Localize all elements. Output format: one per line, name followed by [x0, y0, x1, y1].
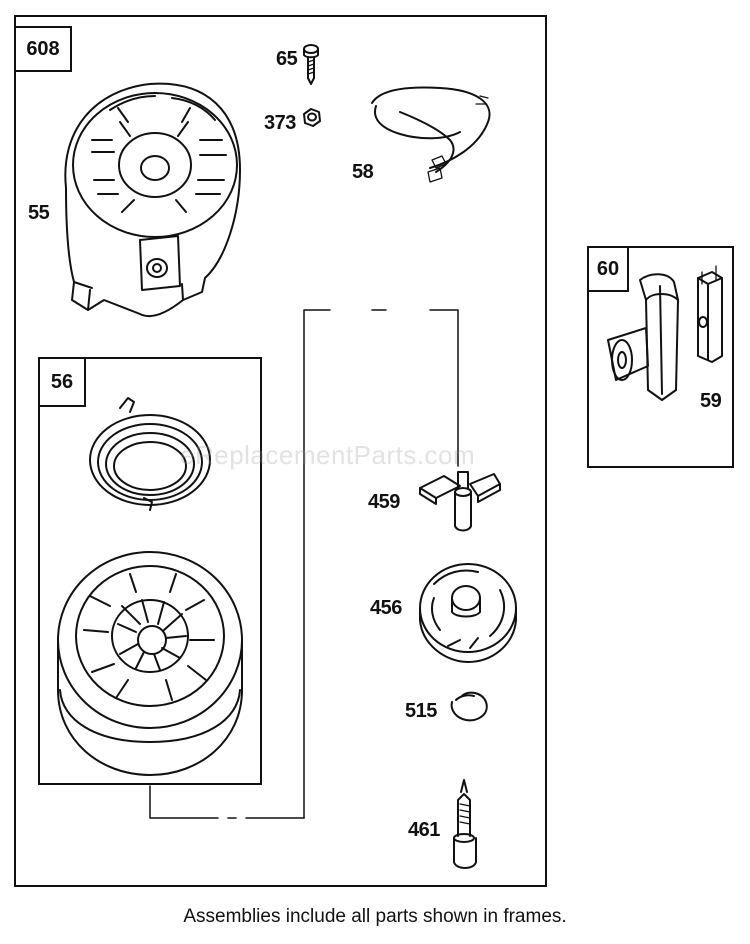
- starter-rope-part-58: [371, 86, 491, 183]
- callout-55: 55: [28, 202, 50, 224]
- callout-58: 58: [352, 161, 374, 183]
- frame-label-56: 56: [38, 357, 86, 407]
- watermark: eReplacementParts.com: [180, 440, 476, 470]
- assembly-leader-lower: [149, 785, 219, 819]
- screw-part-65: [303, 44, 319, 85]
- callout-456: 456: [370, 597, 402, 619]
- callout-515: 515: [405, 700, 437, 722]
- snap-ring-part-515: [450, 691, 488, 722]
- shoulder-screw-part-461: [453, 779, 477, 869]
- assembly-leader-upper: [303, 309, 331, 819]
- retainer-part-456: [419, 563, 517, 663]
- callout-461: 461: [408, 819, 440, 841]
- callout-459: 459: [368, 491, 400, 513]
- callout-65: 65: [276, 48, 298, 70]
- blower-housing-part-55: [64, 82, 241, 318]
- frame-label-60: 60: [587, 246, 629, 292]
- pulley-part-56: [57, 551, 243, 776]
- recoil-spring: [89, 397, 211, 511]
- frame-label-608: 608: [14, 26, 72, 72]
- handle-kit-part-59: [607, 265, 723, 401]
- assembly-frame-60: [587, 246, 734, 468]
- assembly-frame-56: [38, 357, 262, 785]
- callout-59: 59: [700, 390, 722, 412]
- caption: Assemblies include all parts shown in fr…: [183, 906, 567, 927]
- callout-373: 373: [264, 112, 296, 134]
- nut-part-373: [303, 108, 321, 127]
- pawl-part-459: [419, 471, 501, 532]
- assembly-frame-608: [14, 15, 547, 887]
